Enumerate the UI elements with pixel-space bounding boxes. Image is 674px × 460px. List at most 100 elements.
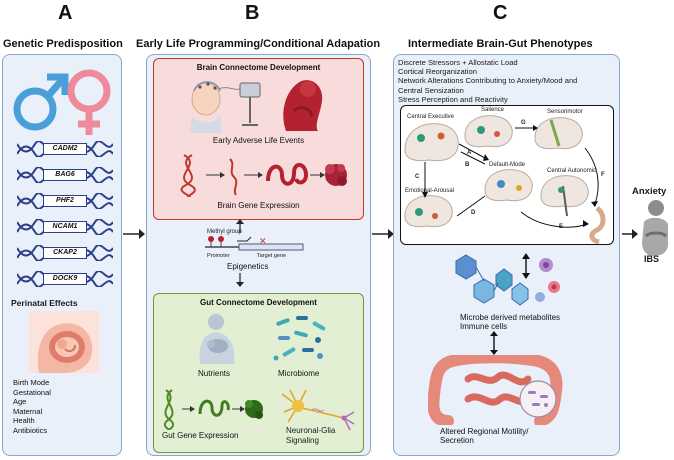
arrow-down-icon <box>236 273 244 287</box>
gene-row: NCAM1 <box>17 219 113 235</box>
dna-helix-icon <box>163 389 175 430</box>
arrow-up-icon <box>236 219 244 233</box>
gene-row: CKAP2 <box>17 245 113 261</box>
arrow-a-to-b-icon <box>123 229 145 239</box>
column-letter-b: B <box>245 2 260 24</box>
polypeptide-icon <box>198 399 230 417</box>
brain-emotional-arousal-icon <box>404 195 453 228</box>
brain-central-executive-icon <box>404 123 459 162</box>
gut-gene-expression-label: Gut Gene Expression <box>162 431 239 440</box>
outcome-anxiety: Anxiety <box>632 186 667 197</box>
epigenetics-gene-icon: ✕ <box>205 236 304 251</box>
protein-icon <box>325 164 347 186</box>
phenotype-list: Discrete Stressors + Allostatic Load Cor… <box>398 58 577 104</box>
arrow-letter-g: G <box>521 120 526 126</box>
gut-gene-expression-icon <box>163 389 263 430</box>
arrow-c-to-outcome-icon <box>622 229 638 239</box>
phenotype-item: Stress Perception and Reactivity <box>398 94 508 104</box>
pregnancy-icon <box>29 311 99 373</box>
microbiome-icon <box>273 316 326 361</box>
gene-label-cadm2: CADM2 <box>43 143 87 155</box>
arrow-letter-d: D <box>471 210 476 216</box>
outcome-ibs: IBS <box>644 254 660 264</box>
eeg-child-icon <box>190 81 261 133</box>
arrow-letter-e: E <box>559 224 564 230</box>
brain-gene-expression-icon <box>180 154 347 197</box>
neuron-icon <box>281 389 355 431</box>
gene-label-dock9: DOCK9 <box>43 273 87 285</box>
double-arrow-icon <box>522 253 530 279</box>
brain-gene-expression-label: Brain Gene Expression <box>217 201 300 210</box>
network-default-mode-label: Default-Mode <box>489 162 526 168</box>
metabolites-immune-icon <box>455 253 560 306</box>
gut-connectome-title: Gut Connectome Development <box>200 298 317 307</box>
network-central-executive-label: Central Executive <box>407 114 455 120</box>
motility-label-line2: Secretion <box>440 436 474 445</box>
motility-label-line1: Altered Regional Motility/ <box>440 427 529 436</box>
brain-central-autonomic-icon <box>540 175 589 217</box>
phenotype-item: Network Alterations Contributing to Anxi… <box>398 76 578 86</box>
perinatal-item: Health <box>13 416 35 425</box>
brain-gut-phenotypes-panel: Discrete Stressors + Allostatic Load Cor… <box>393 54 620 456</box>
arrow-letter-f: F <box>601 172 605 178</box>
arrow-letter-a: A <box>467 150 472 156</box>
vertical-double-arrow-icon <box>490 331 498 355</box>
arrow-b-to-c-icon <box>372 229 394 239</box>
network-central-autonomic-label: Central Autonomic <box>547 168 597 174</box>
gene-label-bag6: BAG6 <box>43 169 87 181</box>
mrna-icon <box>229 158 238 196</box>
immune-cells-label: Immune cells <box>460 322 508 331</box>
gene-row: DOCK9 <box>17 271 113 287</box>
magnified-microbes-icon <box>519 380 557 418</box>
gut-connectome-panel: Gut Connectome Development Nutrients Mic… <box>153 293 364 453</box>
brain-salience-icon <box>464 115 513 148</box>
brain-networks-box: Central Executive Salience Sensorimotor … <box>400 105 614 245</box>
genetic-panel: CADM2 BAG6 PHF2 NCAM1 <box>2 54 122 456</box>
gene-label-ckap2: CKAP2 <box>43 247 87 259</box>
protein-icon <box>245 400 263 419</box>
target-gene-label: Target gene <box>257 253 287 259</box>
svg-text:✕: ✕ <box>259 236 267 246</box>
brain-connectome-title: Brain Connectome Development <box>196 63 321 72</box>
gene-label-ncam1: NCAM1 <box>43 221 87 233</box>
methyl-group-label: Methyl group <box>207 229 242 235</box>
breastfeeding-icon <box>199 314 235 364</box>
phenotype-item: Cortical Reorganization <box>398 67 477 77</box>
intestine-icon <box>428 355 563 425</box>
perinatal-item: Birth Mode <box>13 378 50 387</box>
person-abdominal-pain-icon <box>642 200 668 256</box>
polypeptide-icon <box>266 163 309 186</box>
gene-row: CADM2 <box>17 141 113 157</box>
epigenetics-title: Epigenetics <box>227 262 269 271</box>
dna-helix-icon <box>180 154 196 197</box>
promoter-label: Promoter <box>207 253 230 259</box>
brain-sensorimotor-icon <box>534 117 583 150</box>
perinatal-item: Age <box>13 397 27 406</box>
perinatal-item: Maternal <box>13 406 43 416</box>
microbe-metabolites-label: Microbe derived metabolites <box>460 313 561 322</box>
gender-symbols <box>13 69 111 135</box>
adverse-events-label: Early Adverse Life Events <box>212 136 305 145</box>
network-emotional-arousal-label: Emotional-Arousal <box>405 188 455 194</box>
brain-networks-illustration <box>404 115 606 244</box>
male-symbol-icon <box>13 73 69 131</box>
phenotype-item: Discrete Stressors + Allostatic Load <box>398 58 518 67</box>
distressed-child-icon <box>283 80 323 131</box>
perinatal-list: Birth Mode Gestational Age Maternal Heal… <box>13 378 51 435</box>
column-title-b: Early Life Programming/Conditional Adapa… <box>136 38 381 50</box>
nutrients-label: Nutrients <box>198 369 231 378</box>
neuronal-glia-label: Neuronal-Glia Signaling <box>286 426 336 445</box>
arrow-letter-c: C <box>415 174 420 180</box>
phenotype-item: Central Sensization <box>398 85 464 95</box>
network-salience-label: Salience <box>481 107 505 113</box>
gene-row: BAG6 <box>17 167 113 183</box>
early-life-panel: Brain Connectome Development Early Adver… <box>146 54 371 456</box>
perinatal-item: Antibiotics <box>13 425 48 435</box>
column-letter-c: C <box>493 2 508 24</box>
gene-row: PHF2 <box>17 193 113 209</box>
network-sensorimotor-label: Sensorimotor <box>547 109 583 115</box>
arrow-letter-b: B <box>465 162 470 168</box>
methyl-group-icon <box>208 236 214 242</box>
gut-schematic-icon <box>589 206 606 244</box>
brain-default-mode-icon <box>484 169 533 202</box>
